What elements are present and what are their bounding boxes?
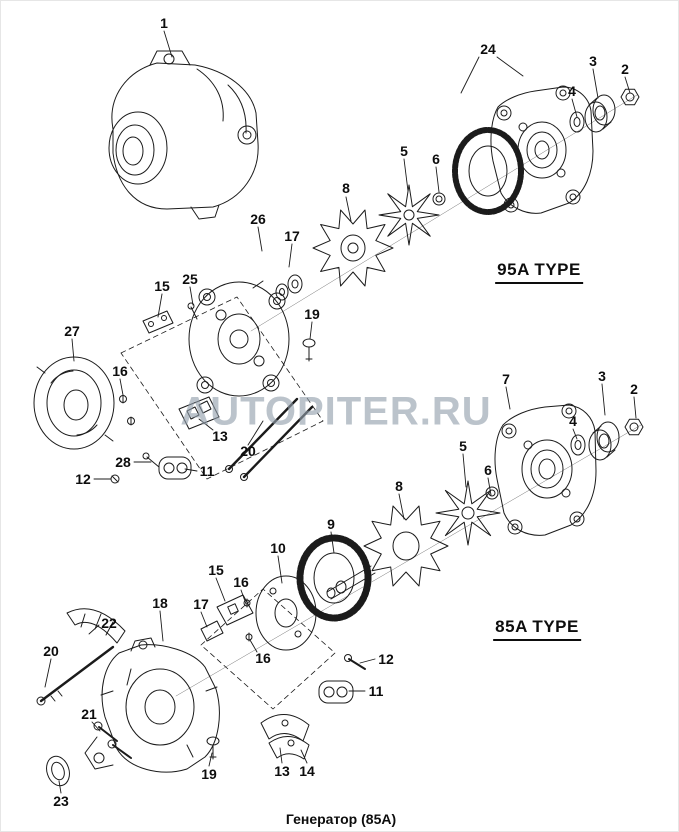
callout-15-85a: 15 bbox=[208, 562, 224, 578]
callout-23: 23 bbox=[53, 793, 69, 809]
strip-art-22 bbox=[66, 608, 126, 644]
callout-11-95a: 11 bbox=[199, 463, 215, 479]
small-fasteners-art-85a bbox=[46, 721, 220, 787]
type-label-95a: 95A TYPE bbox=[495, 260, 583, 284]
callout-6-95a: 6 bbox=[432, 151, 440, 167]
callout-16-85a-a: 16 bbox=[233, 574, 249, 590]
rotor-art-95a bbox=[312, 209, 394, 287]
regulator-art-85a bbox=[318, 654, 366, 704]
callout-5-85a: 5 bbox=[459, 438, 467, 454]
through-bolt-art-85a bbox=[36, 645, 115, 706]
fan-art-95a bbox=[378, 184, 446, 246]
callout-19-85a: 19 bbox=[201, 766, 217, 782]
callout-19-95a: 19 bbox=[304, 306, 320, 322]
callout-14: 14 bbox=[299, 763, 315, 779]
fan-art-85a bbox=[435, 480, 501, 546]
callout-8-95a: 8 bbox=[342, 180, 350, 196]
alternator-assembly-art bbox=[108, 50, 259, 220]
pulley-nut-art-85a bbox=[570, 418, 644, 461]
ring-plate-art-85a bbox=[255, 575, 317, 651]
rear-bracket-art-85a bbox=[84, 637, 220, 773]
leader-lines bbox=[44, 30, 637, 794]
front-bracket-art-85a bbox=[494, 403, 597, 536]
callout-2-85a: 2 bbox=[630, 381, 638, 397]
callout-16-95a: 16 bbox=[112, 363, 128, 379]
callout-21: 21 bbox=[81, 706, 97, 722]
callout-11-85a: 11 bbox=[368, 683, 384, 699]
callout-12-95a: 12 bbox=[75, 471, 91, 487]
callout-6-85a: 6 bbox=[484, 462, 492, 478]
type-label-85a: 85A TYPE bbox=[493, 617, 581, 641]
callout-18: 18 bbox=[152, 595, 168, 611]
pulley-nut-art-95a bbox=[569, 88, 640, 133]
callout-13-85a: 13 bbox=[274, 763, 290, 779]
callout-20-95a: 20 bbox=[240, 443, 256, 459]
callout-1: 1 bbox=[160, 15, 168, 31]
callout-28: 28 bbox=[115, 454, 131, 470]
bearing-washers-art-95a bbox=[275, 274, 303, 301]
callout-22: 22 bbox=[101, 615, 117, 631]
brush-holder-art-85a bbox=[200, 588, 336, 710]
bolt-art-19-95a bbox=[302, 338, 316, 362]
diagram-caption: Генератор (85А) bbox=[285, 811, 397, 827]
callout-17-95a: 17 bbox=[284, 228, 300, 244]
callout-20-85a: 20 bbox=[43, 643, 59, 659]
rotor-art-85a bbox=[326, 505, 449, 600]
callout-5-95a: 5 bbox=[400, 143, 408, 159]
callout-9: 9 bbox=[327, 516, 335, 532]
callout-4-95a: 4 bbox=[568, 83, 576, 99]
callout-10: 10 bbox=[270, 540, 286, 556]
callout-26: 26 bbox=[250, 211, 266, 227]
callout-12-85a: 12 bbox=[378, 651, 394, 667]
stator-art-95a bbox=[452, 127, 524, 215]
rear-cover-art-95a bbox=[33, 356, 115, 450]
callout-17-85a: 17 bbox=[193, 596, 209, 612]
rectifier-art-85a bbox=[260, 714, 310, 760]
callout-13-95a: 13 bbox=[212, 428, 228, 444]
front-bracket-art-95a bbox=[490, 85, 594, 214]
callout-3-85a: 3 bbox=[598, 368, 606, 384]
callout-16-85a-b: 16 bbox=[255, 650, 271, 666]
callout-3-95a: 3 bbox=[589, 53, 597, 69]
callout-24: 24 bbox=[480, 41, 496, 57]
callout-25: 25 bbox=[182, 271, 198, 287]
callout-27: 27 bbox=[64, 323, 80, 339]
callout-15-95a: 15 bbox=[154, 278, 170, 294]
callout-4-85a: 4 bbox=[569, 413, 577, 429]
callout-8-85a: 8 bbox=[395, 478, 403, 494]
callout-2-95a: 2 bbox=[621, 61, 629, 77]
rear-bracket-art-95a bbox=[188, 280, 290, 397]
callout-7: 7 bbox=[502, 371, 510, 387]
